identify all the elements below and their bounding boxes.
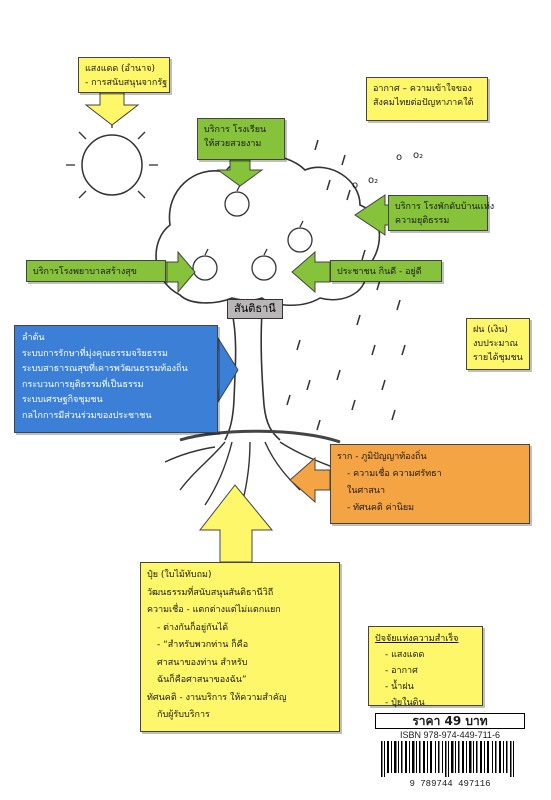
success-box-title: ปัจจัยแห่งความสำเร็จ <box>375 634 459 644</box>
success-box: ปัจจัยแห่งความสำเร็จ - แสงแดด - อากาศ - … <box>368 626 483 708</box>
roots <box>164 441 336 511</box>
ground <box>179 429 341 444</box>
price-label: ราคา 49 บาท <box>375 713 525 729</box>
fertilizer-box-line-7: ฉันก็คือศาสนาของฉัน” <box>157 675 247 685</box>
hospital-box: บริการโรงพยาบาลสร้างสุข <box>26 260 166 282</box>
weather-box-line-1: อากาศ – ความเข้าใจของ <box>373 84 472 94</box>
weather-box-line-2: สังคมไทยต่อปัญหาภาคใต้ <box>373 98 474 108</box>
court-box-line-2: ความยุติธรรม <box>395 216 450 226</box>
apples <box>192 184 313 281</box>
fertilizer-box-line-6: ศาสนาของท่าน สำหรับ <box>157 657 248 668</box>
barcode-digits: 9 789744 497116 <box>409 779 491 789</box>
school-box: บริการ โรงเรียน ให้สวยสวยงาม <box>197 118 285 160</box>
rain-box: ฝน (เงิน) งบประมาณ รายได้ชุมชน <box>466 318 530 370</box>
arrow-sun <box>84 92 140 126</box>
tree-crown <box>155 154 381 307</box>
fertilizer-box-line-4: - ต่างกันก็อยู่กันได้ <box>157 622 229 633</box>
barcode <box>381 741 514 777</box>
rain-mark-2: o₂ <box>413 150 424 161</box>
fertilizer-box-line-9: กับผู้รับบริการ <box>157 710 210 720</box>
school-box-line-1: บริการ โรงเรียน <box>204 125 267 135</box>
roots-box: ราก - ภูมิปัญญาท้องถิ่น - ความเชื่อ ความ… <box>330 444 530 524</box>
roots-box-line-2: - ความเชื่อ ความศรัทธา <box>347 469 442 479</box>
weather-box: อากาศ – ความเข้าใจของ สังคมไทยต่อปัญหาภา… <box>366 77 488 121</box>
rain-mark-1: o <box>396 152 403 163</box>
hospital-box-line-1: บริการโรงพยาบาลสร้างสุข <box>33 267 137 277</box>
arrow-hospital <box>164 250 196 294</box>
trunk-box: ลำต้น ระบบการรักษาที่มุ่งคุณธรรมจริยธรรม… <box>14 325 218 433</box>
court-box-line-1: บริการ โรงพักดับบ้านเเห่ง <box>395 202 495 212</box>
roots-box-line-1: ราก - ภูมิปัญญาท้องถิ่น <box>337 452 427 462</box>
isbn-label: ISBN 978-974-449-711-6 <box>400 730 500 740</box>
people-box: ประชาชน กินดี - อยู่ดี <box>330 260 442 282</box>
arrow-people <box>291 250 331 294</box>
trunk-box-line-6: กลไกการมีส่วนร่วมของประชาชน <box>22 410 152 421</box>
trunk-box-line-3: ระบบสาธารณสุขที่เคารพวัฒนธรรมท้องถิ่น <box>22 364 188 374</box>
fertilizer-box-line-5: - “สำหรับพวกท่าน ก็คือ <box>157 640 249 650</box>
rain-box-line-1: ฝน (เงิน) <box>473 325 508 335</box>
trunk-box-line-5: ระบบเศรษฐกิจชุมชน <box>22 395 103 405</box>
success-item-1: - แสงแดด <box>385 650 425 660</box>
trunk-box-line-4: กระบวนการยุติธรรมที่เป็นธรรม <box>22 379 144 390</box>
rain-drops <box>286 139 406 431</box>
trunk-box-line-2: ระบบการรักษาที่มุ่งคุณธรรมจริยธรรม <box>22 348 168 359</box>
rain-mark-4: o₂ <box>368 175 379 186</box>
sun-box-line-2: - การสนับสนุนจากรัฐ <box>85 78 168 88</box>
sun-box: แสงแดด (อำนาจ) - การสนับสนุนจากรัฐ <box>78 57 170 93</box>
people-box-line-1: ประชาชน กินดี - อยู่ดี <box>337 267 422 277</box>
fertilizer-box-line-2: วัฒนธรรมที่สนับสนุนสันติธานีวิถี <box>147 587 274 598</box>
rain-box-line-3: รายได้ชุมชน <box>473 353 523 363</box>
fertilizer-box-line-1: ปุ๋ย (ใบไม้ทับถม) <box>147 570 212 580</box>
center-label: สันติธานี <box>227 299 283 319</box>
fertilizer-box: ปุ๋ย (ใบไม้ทับถม) วัฒนธรรมที่สนับสนุนสัน… <box>140 562 340 732</box>
school-box-line-2: ให้สวยสวยงาม <box>204 139 262 149</box>
fertilizer-box-line-3: ความเชื่อ - แตกต่างแต่ไม่แตกแยก <box>147 605 281 615</box>
success-item-4: - ปุ๋ยในดิน <box>385 698 425 708</box>
sun-box-line-1: แสงแดด (อำนาจ) <box>85 64 156 74</box>
court-box: บริการ โรงพักดับบ้านเเห่ง ความยุติธรรม <box>388 195 495 231</box>
arrow-school <box>216 159 264 187</box>
fertilizer-box-line-8: ทัศนคติ - งานบริการ ให้ความสำคัญ <box>147 692 287 703</box>
success-item-3: - น้ำฝน <box>385 682 414 692</box>
trunk-box-line-1: ลำต้น <box>22 333 45 343</box>
sun-drawing <box>81 134 143 196</box>
rain-mark-3: o <box>352 180 359 191</box>
roots-box-line-4: - ทัศนคติ ค่านิยม <box>347 503 415 513</box>
sun-rays <box>66 120 158 199</box>
roots-box-line-3: ในศาสนา <box>347 486 386 496</box>
price-block: ราคา 49 บาท ISBN 978-974-449-711-6 9 789… <box>375 713 525 791</box>
rain-box-line-2: งบประมาณ <box>473 339 518 349</box>
arrow-roots <box>289 456 331 504</box>
success-item-2: - อากาศ <box>385 666 418 676</box>
